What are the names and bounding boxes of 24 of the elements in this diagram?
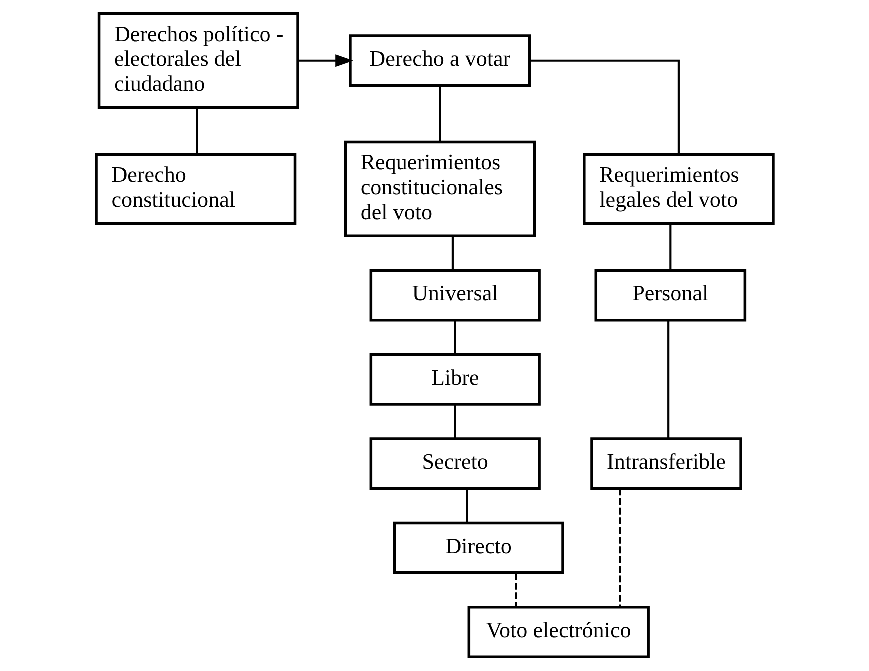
node-box: Derecho a votar	[348, 34, 531, 88]
node-box: Libre	[369, 353, 540, 406]
connector	[438, 86, 441, 142]
node-box: Derecho constitucional	[94, 153, 296, 226]
node-box: Directo	[392, 522, 564, 574]
node-box: Derechos político - electorales del ciudadano	[97, 12, 299, 110]
node-box: Secreto	[369, 438, 540, 490]
connector	[454, 404, 456, 439]
node-box: Requerimientos legales del voto	[582, 153, 774, 226]
connector	[530, 60, 680, 154]
node-box: Voto electrónico	[467, 606, 650, 658]
node-box: Intransferible	[590, 438, 742, 490]
connector	[618, 488, 621, 608]
connector	[451, 236, 454, 270]
connector	[466, 489, 468, 523]
connector	[454, 320, 456, 354]
connector	[514, 573, 517, 607]
connector	[667, 320, 670, 439]
node-box: Universal	[369, 269, 540, 322]
connector	[669, 224, 672, 270]
connector	[196, 108, 198, 155]
node-box: Personal	[594, 269, 746, 322]
node-box: Requerimientos constitucionales del voto	[344, 140, 536, 238]
arrow	[298, 54, 354, 68]
